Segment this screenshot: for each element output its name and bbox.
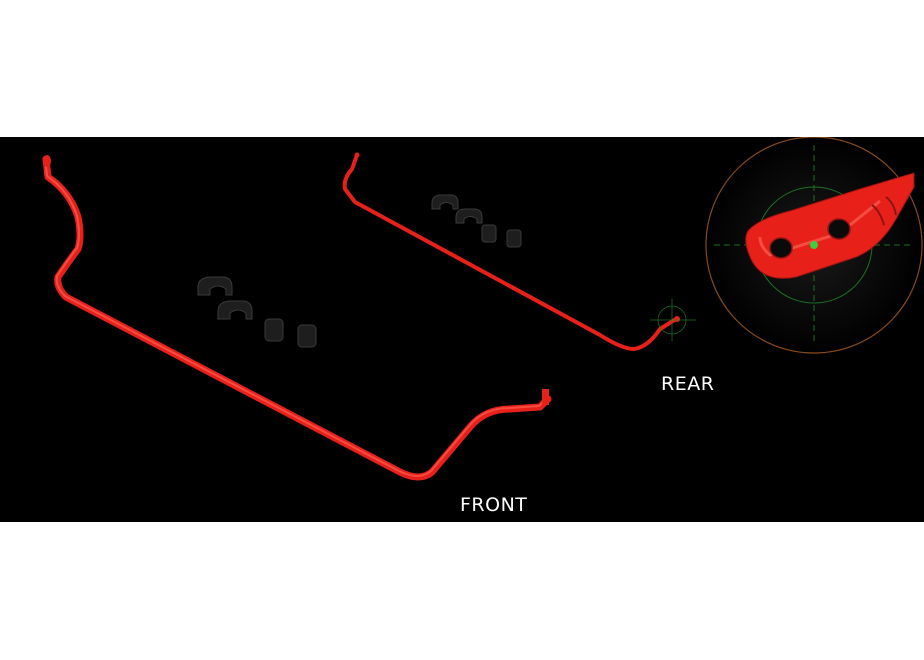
rear-bracket-1: [431, 194, 459, 210]
rear-bar-end-left: [354, 152, 360, 158]
front-label: FRONT: [460, 494, 528, 516]
rear-bracket-2: [455, 208, 483, 224]
inset-hole-2: [827, 218, 851, 240]
rear-bushing-1: [481, 224, 497, 243]
front-bar-end-left: [43, 155, 51, 167]
inset-hole-1: [769, 237, 793, 259]
product-photo: FRONT REAR: [0, 137, 924, 522]
front-bushing-kit: [197, 276, 317, 348]
rear-end-crosshair: [650, 299, 696, 341]
rear-bushing-2: [506, 229, 522, 248]
rear-bushing-kit: [431, 194, 522, 248]
front-bushing-1: [264, 318, 284, 342]
front-bracket-2: [217, 300, 253, 320]
front-bracket-1: [197, 276, 233, 296]
rear-label: REAR: [661, 373, 715, 395]
inset-center-dot: [810, 241, 818, 249]
front-bushing-2: [297, 324, 317, 348]
front-bar-end-right: [542, 389, 549, 405]
product-illustration: [42, 137, 923, 481]
rear-sway-bar: [342, 152, 696, 351]
end-link-detail-inset: [705, 137, 923, 354]
rear-bar-end-right: [674, 316, 680, 322]
front-sway-bar: [42, 155, 552, 481]
